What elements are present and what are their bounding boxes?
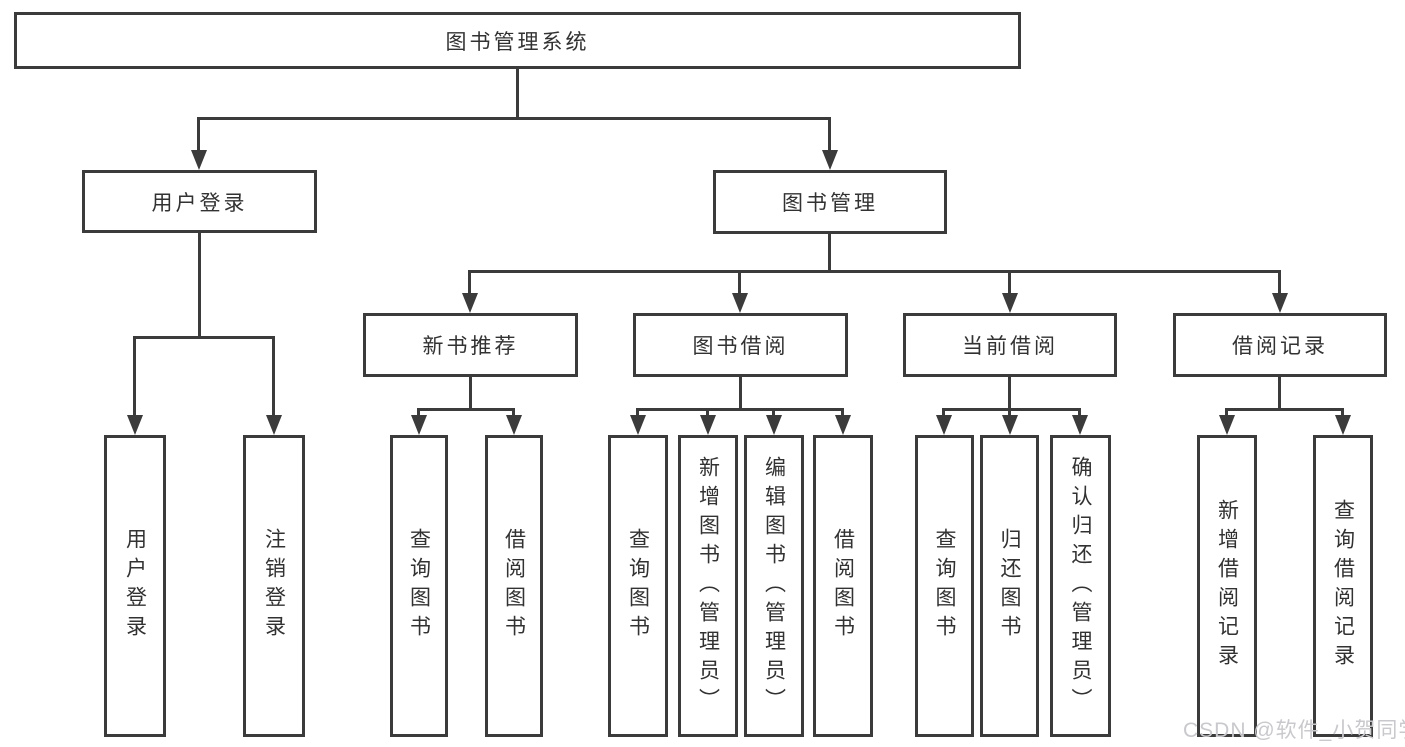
- arrow-down-icon: [700, 415, 716, 435]
- connector-line: [828, 117, 831, 150]
- node-logout-leaf: 注销登录: [243, 435, 305, 737]
- node-borrow-records: 借阅记录: [1173, 313, 1387, 377]
- connector-line: [1008, 408, 1011, 415]
- arrow-down-icon: [1002, 415, 1018, 435]
- connector-line: [841, 408, 844, 415]
- arrow-down-icon: [266, 415, 282, 435]
- node-query-books-recommend: 查询图书: [390, 435, 448, 737]
- arrow-down-icon: [462, 293, 478, 313]
- arrow-down-icon: [1219, 415, 1235, 435]
- node-new-book-recommend: 新书推荐: [363, 313, 578, 377]
- connector-line: [1078, 408, 1081, 415]
- arrow-down-icon: [1335, 415, 1351, 435]
- connector-line: [828, 234, 831, 270]
- arrow-down-icon: [822, 150, 838, 170]
- node-user-login-leaf: 用户登录: [104, 435, 166, 737]
- connector-line: [134, 336, 275, 339]
- connector-line: [133, 336, 136, 415]
- node-return-books: 归还图书: [980, 435, 1039, 737]
- arrow-down-icon: [766, 415, 782, 435]
- node-user-login: 用户登录: [82, 170, 317, 233]
- connector-line: [198, 117, 831, 120]
- connector-line: [1278, 270, 1281, 293]
- arrow-down-icon: [191, 150, 207, 170]
- arrow-down-icon: [1002, 293, 1018, 313]
- node-query-borrow-record: 查询借阅记录: [1313, 435, 1373, 737]
- connector-line: [738, 270, 741, 293]
- connector-line: [1225, 408, 1228, 415]
- arrow-down-icon: [127, 415, 143, 435]
- connector-line: [739, 377, 742, 408]
- node-library-system: 图书管理系统: [14, 12, 1021, 69]
- arrow-down-icon: [506, 415, 522, 435]
- connector-line: [772, 408, 775, 415]
- connector-line: [1008, 270, 1011, 293]
- connector-line: [198, 233, 201, 336]
- csdn-watermark: CSDN @软件_小贺同学: [1183, 719, 1405, 742]
- connector-line: [942, 408, 945, 415]
- connector-line: [1278, 377, 1281, 408]
- connector-line: [944, 408, 1081, 411]
- node-book-management: 图书管理: [713, 170, 947, 234]
- node-current-borrowing: 当前借阅: [903, 313, 1117, 377]
- arrow-down-icon: [411, 415, 427, 435]
- node-query-books-current: 查询图书: [915, 435, 974, 737]
- arrow-down-icon: [732, 293, 748, 313]
- node-confirm-return-admin: 确认归还（管理员）: [1050, 435, 1111, 737]
- node-book-borrowing: 图书借阅: [633, 313, 848, 377]
- connector-line: [469, 270, 1281, 273]
- node-borrow-books-leaf: 借阅图书: [813, 435, 873, 737]
- connector-line: [469, 377, 472, 408]
- connector-line: [272, 336, 275, 415]
- arrow-down-icon: [936, 415, 952, 435]
- connector-line: [1008, 377, 1011, 408]
- arrow-down-icon: [1072, 415, 1088, 435]
- node-add-borrow-record: 新增借阅记录: [1197, 435, 1257, 737]
- connector-line: [468, 270, 471, 293]
- node-borrow-books-recommend: 借阅图书: [485, 435, 543, 737]
- connector-line: [636, 408, 639, 415]
- connector-line: [419, 408, 515, 411]
- node-edit-books-admin: 编辑图书（管理员）: [744, 435, 804, 737]
- arrow-down-icon: [1272, 293, 1288, 313]
- connector-line: [512, 408, 515, 415]
- arrow-down-icon: [630, 415, 646, 435]
- arrow-down-icon: [835, 415, 851, 435]
- connector-line: [706, 408, 709, 415]
- connector-line: [197, 117, 200, 150]
- connector-line: [516, 69, 519, 117]
- connector-line: [1227, 408, 1344, 411]
- connector-line: [417, 408, 420, 415]
- connector-line: [1341, 408, 1344, 415]
- connector-line: [638, 408, 844, 411]
- node-add-books-admin: 新增图书（管理员）: [678, 435, 738, 737]
- node-query-books-borrowing: 查询图书: [608, 435, 668, 737]
